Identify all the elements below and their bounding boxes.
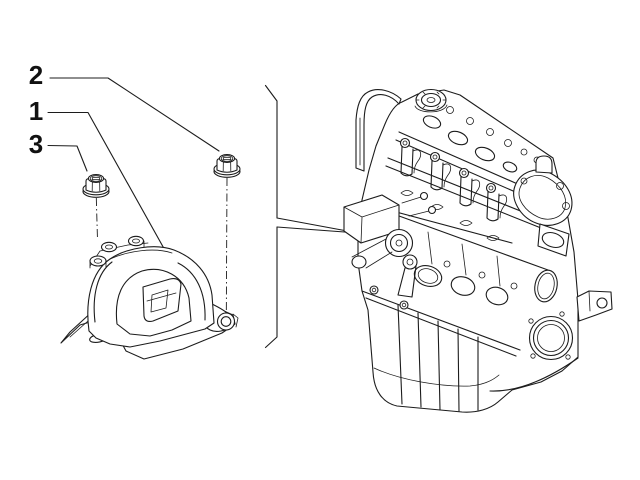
oil-filler-cap <box>414 88 448 113</box>
mount-arm-boss <box>216 312 236 331</box>
callout-3-leader <box>47 144 88 172</box>
engine-right-bracket <box>576 290 613 322</box>
engine-mount-drawing <box>60 235 239 360</box>
mount-arm-hole <box>220 316 232 327</box>
centerline-lower-nut <box>95 197 98 241</box>
mount-rubber-insert <box>142 278 182 322</box>
centerline-upper-nut <box>225 177 228 319</box>
cam-tower-tubes <box>369 137 513 244</box>
engine-mount-boss <box>343 191 437 298</box>
cylinder-divider-lines <box>427 231 501 287</box>
flange-nut-lower-drawing <box>82 174 110 198</box>
rear-gasket-oval <box>534 269 558 303</box>
callout-1-label[interactable]: 1 <box>29 96 43 126</box>
callout-1: 1 <box>29 96 177 271</box>
crank-seal-face <box>528 311 574 361</box>
oil-pan <box>361 285 579 412</box>
block-ports <box>413 260 518 306</box>
engine-lifting-bracket <box>355 89 402 172</box>
engine-drawing <box>343 88 613 413</box>
callout-3-label[interactable]: 3 <box>29 129 43 159</box>
timing-cover <box>513 155 573 257</box>
callout-1-leader <box>47 111 177 271</box>
mount-bolt-towers <box>89 235 149 269</box>
callout-2: 2 <box>29 60 220 152</box>
engine-silhouette <box>357 89 579 413</box>
callout-3: 3 <box>29 129 88 172</box>
callout-2-label[interactable]: 2 <box>29 60 43 90</box>
callout-2-leader <box>49 77 220 152</box>
flange-nut-upper-drawing <box>213 154 241 178</box>
